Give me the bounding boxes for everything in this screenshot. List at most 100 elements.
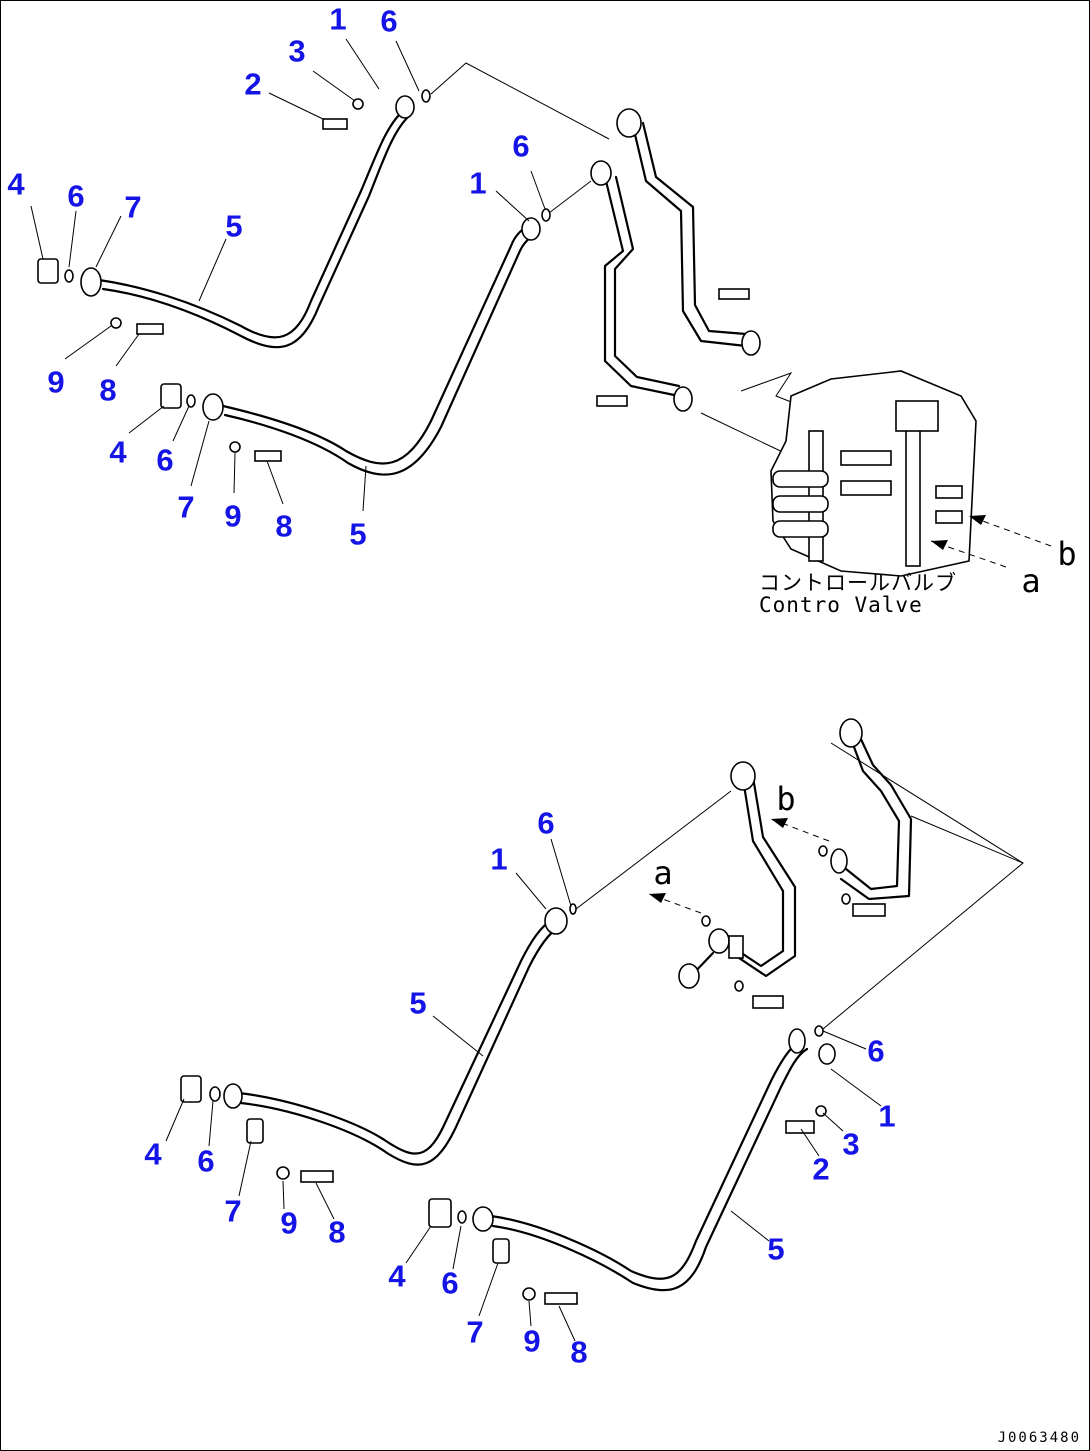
control-valve-spool-1 xyxy=(772,470,829,488)
top-flange-lower-right xyxy=(521,217,541,241)
bottom-tube-flange-3 xyxy=(830,848,848,874)
callout-top-7-lower: 7 xyxy=(177,489,195,525)
bottom-bolt-right xyxy=(544,1292,578,1305)
top-tube-flange-3 xyxy=(741,330,761,356)
top-bolt-1 xyxy=(322,118,348,130)
top-tube-flange-1 xyxy=(616,108,642,138)
port-letter-b-bottom: b xyxy=(776,780,796,818)
callout-top-9-lower: 9 xyxy=(224,498,242,534)
bottom-tube-bolt-2 xyxy=(752,995,784,1009)
callout-bottom-7-lower: 7 xyxy=(466,1314,484,1350)
arrow-b-top xyxy=(968,515,1052,547)
callout-bottom-2-right: 2 xyxy=(812,1151,830,1187)
control-valve-port-3 xyxy=(935,485,963,499)
callout-bottom-3-right: 3 xyxy=(842,1126,860,1162)
callout-bottom-9-left: 9 xyxy=(280,1205,298,1241)
callout-top-5-left: 5 xyxy=(225,208,243,244)
callout-top-1-upper: 1 xyxy=(329,1,347,37)
bottom-tube-flange-1 xyxy=(730,761,756,791)
callout-top-4-left: 4 xyxy=(7,166,25,202)
callout-top-6-mid: 6 xyxy=(512,128,530,164)
top-tube-flange-2 xyxy=(590,160,612,186)
bottom-tube-oring-4 xyxy=(841,893,851,905)
bottom-flange-2 xyxy=(223,1083,243,1109)
control-valve-port-4 xyxy=(935,510,963,524)
top-oring-3 xyxy=(64,269,74,283)
bottom-tube-1 xyxy=(729,777,785,968)
top-flange-upper-left xyxy=(80,267,102,297)
bottom-oring-r xyxy=(814,1025,824,1037)
arrow-b-bottom xyxy=(770,818,830,842)
arrow-a-top xyxy=(930,540,1007,568)
port-letter-b-top: b xyxy=(1057,535,1077,573)
bottom-tube-1-inner xyxy=(734,775,797,978)
bottom-flange-5 xyxy=(818,1043,836,1065)
bottom-oring-right xyxy=(457,1210,467,1224)
top-bolt-2 xyxy=(136,323,164,335)
top-oring-2 xyxy=(541,208,551,222)
bottom-washer-right xyxy=(522,1287,536,1301)
callout-top-5-lower: 5 xyxy=(349,516,367,552)
top-cap-upper xyxy=(37,258,59,284)
top-washer-1 xyxy=(352,98,364,110)
top-leaders xyxy=(30,38,546,512)
bottom-assembly xyxy=(165,718,1024,1342)
top-connection-line-lower xyxy=(548,180,592,214)
top-bolt-3 xyxy=(254,450,282,462)
top-flange-upper-right xyxy=(395,95,415,119)
bottom-flange-3 xyxy=(472,1206,494,1232)
top-tube-2 xyxy=(603,179,681,398)
top-tube-bolt-2 xyxy=(596,395,628,407)
top-hose-upper xyxy=(97,109,405,339)
callout-bottom-8-lower: 8 xyxy=(570,1334,588,1370)
control-valve xyxy=(770,370,977,577)
callout-bottom-9-lower: 9 xyxy=(523,1323,541,1359)
bottom-hose-left-inner xyxy=(239,925,561,1166)
callout-bottom-8-left: 8 xyxy=(328,1214,346,1250)
callout-top-6-lower: 6 xyxy=(156,442,174,478)
top-washer-3 xyxy=(229,441,241,453)
top-tube-1-inner xyxy=(641,121,748,336)
callout-top-2-upper: 2 xyxy=(244,66,262,102)
callout-bottom-4-left: 4 xyxy=(144,1136,162,1172)
top-washer-2 xyxy=(110,317,122,329)
bottom-connection-line-3 xyxy=(830,742,1024,864)
bottom-bolt-r xyxy=(785,1120,815,1134)
bottom-oring-left xyxy=(209,1086,221,1102)
top-oring-1 xyxy=(421,89,431,103)
callout-top-1-mid: 1 xyxy=(469,165,487,201)
bottom-tube-2-inner xyxy=(839,733,913,901)
top-hose-lower xyxy=(221,224,531,465)
bottom-tube-oring-1 xyxy=(818,845,828,857)
top-oring-4 xyxy=(186,394,196,408)
bottom-connection-line-1 xyxy=(575,790,732,910)
bottom-cap-right xyxy=(428,1198,452,1228)
callout-bottom-4-lower: 4 xyxy=(388,1258,406,1294)
top-tube-1 xyxy=(631,124,748,348)
callout-top-8-lower: 8 xyxy=(275,508,293,544)
control-valve-label-jp: コントロールバルブ xyxy=(759,571,957,595)
arrow-a-bottom xyxy=(648,893,702,914)
bottom-washer-left xyxy=(276,1166,290,1180)
callout-bottom-1-mid: 1 xyxy=(490,841,508,877)
bottom-tube-oring-2 xyxy=(701,915,711,927)
callout-top-6-left: 6 xyxy=(67,178,85,214)
bottom-flange-4 xyxy=(788,1028,806,1054)
control-valve-cap xyxy=(895,400,939,432)
control-valve-spool-2 xyxy=(772,495,829,513)
callout-top-4-lower: 4 xyxy=(109,434,127,470)
callout-top-3-upper: 3 xyxy=(288,33,306,69)
bottom-hose-left xyxy=(237,917,555,1155)
callout-bottom-6-right: 6 xyxy=(867,1033,885,1069)
callout-bottom-7-left: 7 xyxy=(224,1193,242,1229)
bottom-tube-oring-3 xyxy=(734,980,744,992)
callout-bottom-5-right: 5 xyxy=(767,1231,785,1267)
top-leader-to-valve-2 xyxy=(700,412,792,457)
callout-bottom-1-right: 1 xyxy=(878,1098,896,1134)
bottom-cap-left xyxy=(180,1075,202,1103)
control-valve-spool-3 xyxy=(772,520,829,538)
document-id: J0063480 xyxy=(997,1430,1081,1446)
bottom-tube-bolt-1 xyxy=(852,903,886,917)
callout-top-8-left: 8 xyxy=(99,372,117,408)
